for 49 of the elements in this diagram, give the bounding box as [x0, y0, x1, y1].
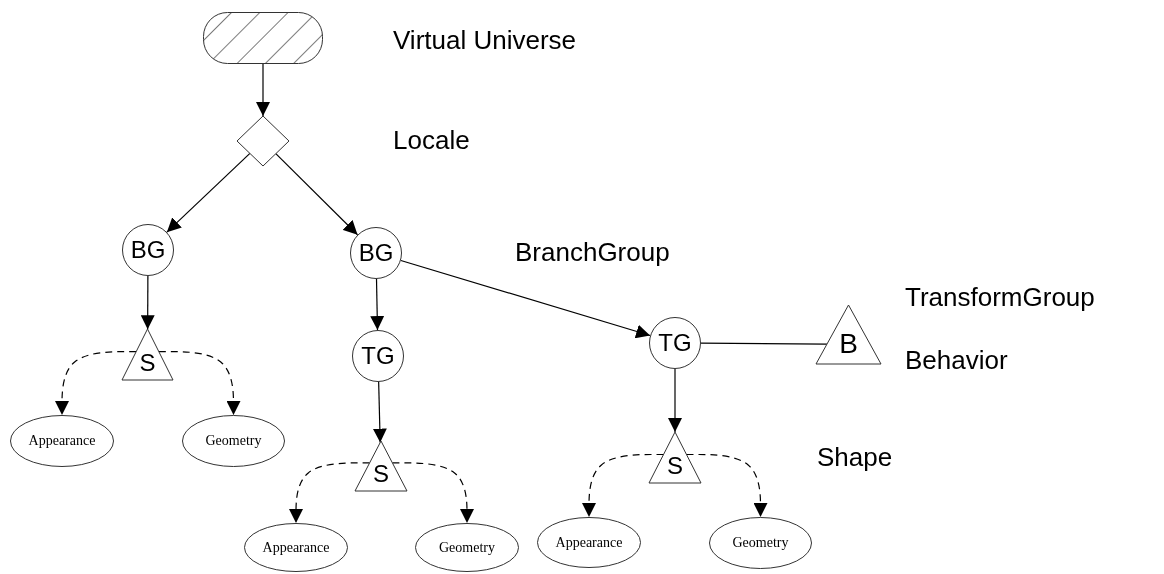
- triangle-node: [355, 441, 407, 491]
- circle-node: [350, 227, 402, 279]
- node-label: TG: [360, 344, 396, 368]
- node-label: Appearance: [554, 534, 624, 551]
- annotation-label: Behavior: [905, 345, 1008, 375]
- triangle-node: [122, 329, 173, 380]
- node-label: BG: [357, 241, 395, 265]
- arrow: [275, 153, 359, 236]
- diamond-shape: [237, 116, 289, 166]
- node-label: Appearance: [261, 539, 331, 556]
- triangle-node: [816, 305, 881, 364]
- node-label: Appearance: [27, 433, 97, 449]
- arrow: [256, 63, 270, 117]
- triangle-node: [649, 432, 701, 483]
- annotation-label: BranchGroup: [515, 237, 670, 267]
- annotation-label: Shape: [817, 442, 893, 472]
- ellipse-node: [537, 517, 641, 568]
- ellipse-node: [10, 415, 114, 467]
- arrow: [372, 381, 387, 444]
- node-label: B: [838, 329, 859, 358]
- arrow: [400, 259, 651, 339]
- ellipse-node: [182, 415, 285, 467]
- dashed-arrow: [55, 351, 137, 416]
- circle-node: [352, 330, 404, 382]
- arrow: [166, 152, 251, 233]
- dashed-arrow: [158, 351, 241, 416]
- dashed-arrow: [391, 462, 474, 524]
- annotation-label: TransformGroup: [905, 282, 1095, 312]
- dashed-arrow: [289, 462, 371, 524]
- node-label: Geometry: [731, 535, 790, 551]
- annotation-label: Locale: [393, 125, 470, 155]
- ellipse-node: [709, 517, 812, 569]
- node-label: S: [372, 462, 390, 486]
- node-label: BG: [129, 238, 167, 262]
- arrow: [140, 275, 155, 330]
- connector-line: [700, 342, 828, 345]
- ellipse-node: [244, 523, 348, 572]
- node-label: Geometry: [204, 433, 263, 449]
- node-label: Geometry: [438, 539, 496, 556]
- ellipse-node: [415, 523, 519, 572]
- hatched-rounded-box: [203, 12, 323, 64]
- circle-node: [649, 317, 701, 369]
- arrow: [668, 368, 682, 433]
- node-label: S: [666, 453, 684, 478]
- node-label: TG: [657, 331, 693, 355]
- arrow: [370, 278, 385, 331]
- circle-node: [122, 224, 174, 276]
- annotation-label: Virtual Universe: [393, 25, 577, 55]
- node-label: S: [138, 350, 157, 375]
